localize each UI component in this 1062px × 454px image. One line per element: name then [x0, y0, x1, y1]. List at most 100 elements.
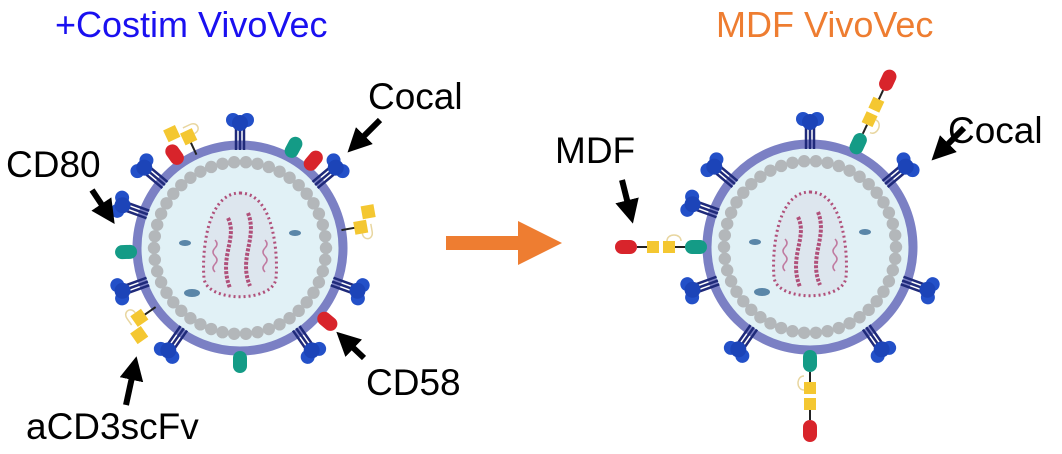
scfv-domain: [868, 96, 885, 113]
cd80-domain: [685, 240, 707, 254]
head: [114, 197, 131, 214]
cd80-body: [284, 136, 303, 158]
stalk: [713, 170, 734, 189]
scfv-domain: [130, 326, 149, 345]
capsid-bead: [843, 317, 856, 330]
label-cd80: CD80: [6, 144, 101, 185]
tether: [189, 141, 198, 156]
capsid-layer: [717, 155, 903, 339]
stalk: [903, 275, 927, 287]
capsid-bead: [318, 230, 332, 243]
cd80: [284, 136, 303, 158]
capsid-bead: [175, 178, 188, 192]
stalk: [165, 325, 182, 347]
capsid-layer: [147, 156, 333, 340]
rna-squiggle: [262, 239, 268, 273]
capsid-bead: [205, 322, 218, 336]
right-panel-title: MDF VivoVec: [716, 4, 934, 45]
stalk: [693, 275, 717, 287]
capsid-bead: [886, 264, 900, 277]
cocal-glycoprotein: [153, 325, 189, 364]
core-shell: [202, 191, 278, 299]
arrow-cd58: [336, 331, 367, 361]
capsid-bead: [307, 286, 320, 299]
scfv-domain: [360, 204, 376, 220]
enzyme: [754, 288, 770, 296]
cocal-glycoprotein: [110, 276, 150, 306]
cocal-glycoprotein: [330, 276, 370, 306]
mdf-fusion: [797, 350, 817, 442]
cd80-domain: [803, 350, 817, 372]
capsid-bead: [148, 253, 162, 266]
capsid-bead: [251, 157, 264, 170]
scfv-domain: [180, 128, 198, 146]
cocal-glycoprotein: [311, 153, 350, 190]
stalk: [886, 170, 907, 189]
head: [706, 158, 723, 175]
linker: [869, 119, 880, 134]
head: [114, 282, 131, 299]
capsid-bead: [821, 156, 834, 169]
capsid-bead: [167, 187, 180, 200]
capsid-bead: [312, 276, 326, 289]
stalk: [311, 165, 332, 183]
cocal-glycoprotein: [723, 324, 759, 363]
capsid-bead: [882, 275, 896, 288]
stalk: [881, 164, 902, 182]
scfv-domain: [804, 382, 816, 394]
stalk: [126, 284, 150, 295]
capsid-bead: [150, 265, 164, 278]
capsid-bead: [147, 241, 161, 255]
label-mdf: MDF: [555, 130, 636, 171]
capsid-bead: [775, 321, 788, 335]
capsid-bead: [717, 240, 731, 254]
head: [327, 159, 344, 176]
capsid-bead: [292, 304, 305, 318]
cocal-glycoprotein: [881, 152, 920, 189]
arrow-cd80: [89, 188, 115, 224]
head: [303, 342, 320, 359]
capsid-bead: [737, 186, 750, 199]
capsid-bead: [184, 312, 197, 325]
cocal-glycoprotein: [796, 112, 824, 149]
scfv-domain: [861, 111, 878, 128]
tether: [341, 226, 356, 232]
cd58-domain: [615, 240, 637, 254]
acd3-scfv: [341, 204, 376, 240]
rna-squiggle: [782, 238, 788, 272]
capsid-bead: [786, 156, 799, 169]
costim-vivovec-particle: [110, 113, 376, 373]
stalk: [143, 171, 164, 190]
capsid-bead: [316, 218, 330, 231]
tether: [877, 89, 885, 100]
capsid-bead: [775, 159, 788, 173]
capsid-bead: [292, 178, 305, 192]
stalk: [291, 329, 308, 351]
cocal-glycoprotein: [700, 152, 739, 189]
capsid-bead: [797, 155, 811, 168]
capsid-bead: [843, 164, 856, 177]
head: [873, 341, 890, 358]
capsid-bead: [283, 312, 296, 325]
capsid-bead: [148, 230, 162, 243]
capsid-bead: [889, 240, 903, 254]
capsid-bead: [239, 156, 253, 169]
capsid-bead: [882, 206, 896, 219]
capsid-bead: [154, 276, 168, 289]
capsid-bead: [720, 264, 734, 277]
capsid-bead: [273, 318, 286, 331]
capsid-bead: [316, 265, 330, 278]
stalk: [333, 276, 357, 288]
cd58: [317, 311, 338, 331]
stalk: [123, 276, 147, 288]
head: [160, 342, 177, 359]
capsid-bead: [870, 186, 883, 199]
capsid-bead: [877, 196, 890, 209]
capsid-bead: [175, 304, 188, 318]
cocal-glycoprotein: [291, 325, 327, 364]
capsid-bead: [312, 207, 326, 220]
capsid-bead: [251, 326, 264, 339]
capsid-bead: [853, 311, 866, 324]
rna-strand: [814, 211, 823, 286]
cd80: [115, 244, 138, 260]
